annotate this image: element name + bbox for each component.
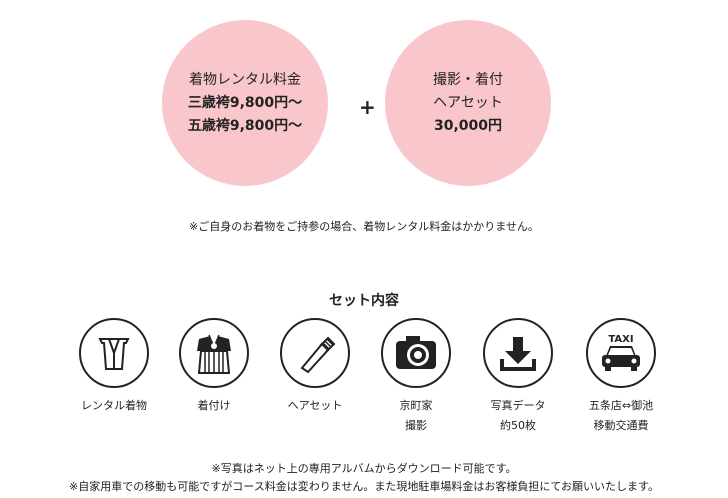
camera-icon	[381, 318, 451, 388]
rental-price-3yo: 三歳袴9,800円〜	[187, 94, 303, 111]
set-item-dressing: 着付け	[164, 318, 264, 416]
item-label: 着付け	[197, 399, 231, 412]
parking-note: ※自家用車での移動も可能ですがコース料金は変わりません。また現地駐車場料金はお客…	[69, 480, 659, 493]
set-item-kimono: レンタル着物	[64, 318, 164, 416]
set-item-transport: TAXI 五条店⇔御池 移動交通費	[571, 318, 671, 436]
item-label-sub: 撮影	[405, 419, 427, 432]
rental-price-circle: 着物レンタル料金 三歳袴9,800円〜 五歳袴9,800円〜	[162, 20, 328, 186]
hakama-icon	[179, 318, 249, 388]
kimono-icon	[79, 318, 149, 388]
set-item-hair: ヘアセット	[265, 318, 365, 416]
rental-price-5yo: 五歳袴9,800円〜	[187, 117, 303, 134]
taxi-icon: TAXI	[586, 318, 656, 388]
item-label: ヘアセット	[287, 399, 343, 412]
download-icon	[483, 318, 553, 388]
download-note: ※写真はネット上の専用アルバムからダウンロード可能です。	[211, 462, 517, 475]
set-contents-title: セット内容	[329, 293, 399, 309]
rental-title: 着物レンタル料金	[189, 71, 301, 88]
photo-subtitle: ヘアセット	[433, 94, 503, 111]
set-item-photo-shoot: 京町家 撮影	[366, 318, 466, 436]
taxi-sign-text: TAXI	[608, 334, 633, 345]
photo-price-circle: 撮影・着付 ヘアセット 30,000円	[385, 20, 551, 186]
item-label: 京町家	[399, 399, 433, 412]
comb-icon	[280, 318, 350, 388]
plus-sign: +	[359, 95, 376, 119]
photo-price: 30,000円	[433, 117, 503, 134]
item-label: 写真データ	[490, 399, 546, 412]
item-label-sub: 約50枚	[500, 419, 536, 432]
item-label: レンタル着物	[81, 399, 147, 412]
set-item-photo-data: 写真データ 約50枚	[468, 318, 568, 436]
item-label-sub: 移動交通費	[593, 419, 649, 432]
item-label: 五条店⇔御池	[588, 399, 654, 412]
kimono-note: ※ご自身のお着物をご持参の場合、着物レンタル料金はかかりません。	[189, 220, 539, 233]
photo-title: 撮影・着付	[433, 71, 503, 88]
